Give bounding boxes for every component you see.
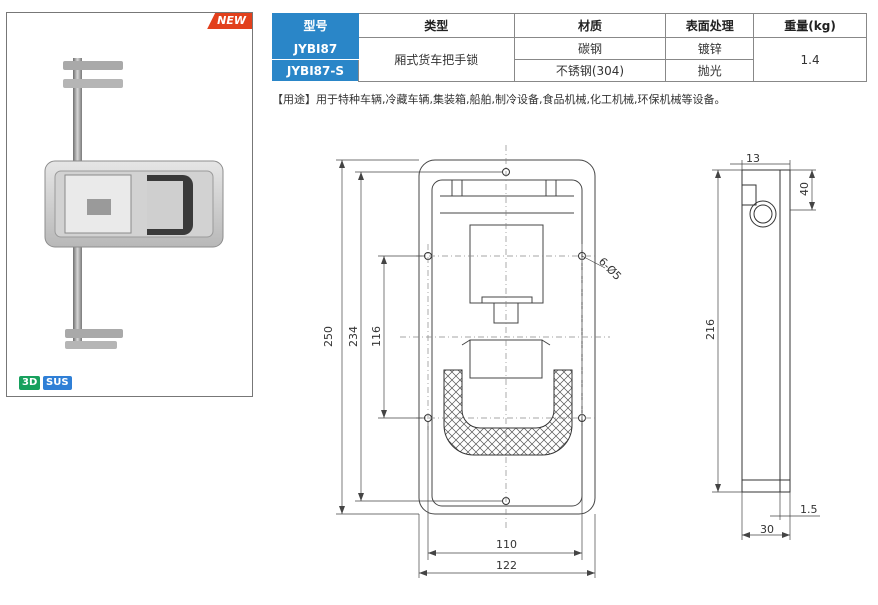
- dim-side-top-offset: 13: [746, 152, 760, 165]
- header-weight: 重量(kg): [753, 13, 867, 38]
- header-material: 材质: [513, 13, 667, 38]
- model-cell: JYBI87-S: [272, 59, 359, 82]
- weight-cell: 1.4: [753, 37, 867, 82]
- side-view: [741, 169, 791, 493]
- finish-cell: 抛光: [665, 59, 755, 82]
- product-image-card: NEW 3D SUS: [6, 12, 253, 397]
- model-cell: JYBI87: [272, 37, 359, 60]
- type-cell: 厢式货车把手锁: [357, 37, 515, 82]
- dim-total-width: 122: [496, 559, 517, 572]
- dim-side-height: 216: [704, 319, 717, 340]
- dim-inner-height: 234: [347, 326, 360, 347]
- usage-text: 【用途】用于特种车辆,冷藏车辆,集装箱,船舶,制冷设备,食品机械,化工机械,环保…: [272, 93, 726, 106]
- dim-side-top-height: 40: [798, 182, 811, 196]
- lock-housing: [469, 224, 544, 304]
- product-photo: [44, 58, 224, 349]
- header-finish: 表面处理: [665, 13, 755, 38]
- front-inner-outline: [431, 179, 583, 507]
- spec-table: 型号 类型 材质 表面处理 重量(kg) JYBI87 厢式货车把手锁 碳钢 镀…: [272, 13, 867, 82]
- dim-side-depth: 30: [760, 523, 774, 536]
- spec-header-row: 型号 类型 材质 表面处理 重量(kg): [272, 13, 867, 38]
- handle-grip: [443, 369, 573, 456]
- table-row: JYBI87-S 不锈钢(304) 抛光: [272, 59, 867, 82]
- new-badge: NEW: [207, 13, 252, 29]
- material-cell: 不锈钢(304): [513, 59, 667, 82]
- dim-side-thickness: 1.5: [800, 503, 818, 516]
- dim-holes-callout: 6-Ø5: [596, 255, 624, 283]
- tag-sus: SUS: [43, 376, 72, 390]
- dim-hole-spacing-v: 116: [370, 326, 383, 347]
- table-row: JYBI87 厢式货车把手锁 碳钢 镀锌 1.4: [272, 37, 867, 82]
- header-type: 类型: [357, 13, 515, 38]
- tag-3d: 3D: [19, 376, 41, 390]
- dim-hole-spacing-h: 110: [496, 538, 517, 551]
- dim-total-height: 250: [322, 326, 335, 347]
- header-model: 型号: [272, 13, 359, 38]
